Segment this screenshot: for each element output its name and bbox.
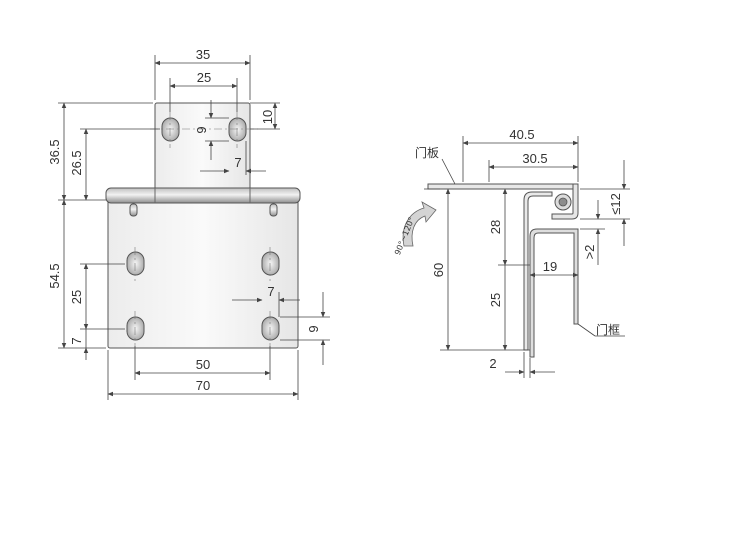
dim-60: 60 xyxy=(431,263,446,277)
door-panel-leaf xyxy=(427,183,574,190)
rotation-arrow xyxy=(402,201,437,247)
dim-35: 35 xyxy=(196,47,210,62)
dim-25-top: 25 xyxy=(197,70,211,85)
rivet-right xyxy=(269,203,278,217)
lower-hole-br xyxy=(261,316,280,341)
dim-70: 70 xyxy=(196,378,210,393)
upper-hole-left xyxy=(161,117,180,142)
dim-9-top: 9 xyxy=(194,126,209,133)
dim-9-right: 9 xyxy=(306,325,321,332)
dim-50: 50 xyxy=(196,357,210,372)
dim-26-5: 26.5 xyxy=(69,150,84,175)
front-view: 35 25 10 9 7 36.5 26.5 54.5 25 7 7 9 50 … xyxy=(47,47,330,400)
door-frame-label: 门框 xyxy=(596,322,620,337)
dim-25-lower: 25 xyxy=(69,290,84,304)
dim-le-12: ≤12 xyxy=(608,193,623,215)
lower-hole-tr xyxy=(261,251,280,276)
dim-36-5: 36.5 xyxy=(47,139,62,164)
dim-40-5: 40.5 xyxy=(509,127,534,142)
side-view: 90°~120° 40.5 30.5 28 60 25 19 2 ≤12 >2 … xyxy=(393,127,630,378)
lower-hole-bl xyxy=(126,316,145,341)
dim-7-top: 7 xyxy=(234,155,241,170)
frame-leaf xyxy=(529,228,579,358)
dim-7-bottom: 7 xyxy=(69,337,84,344)
dim-gt-2: >2 xyxy=(582,245,597,260)
rivet-left xyxy=(129,203,138,217)
dim-54-5: 54.5 xyxy=(47,263,62,288)
upper-leaf xyxy=(154,102,251,198)
upper-hole-right xyxy=(228,117,247,142)
dim-28: 28 xyxy=(488,220,503,234)
hinge-knuckle xyxy=(105,187,301,204)
dim-25-side: 25 xyxy=(488,293,503,307)
dim-7-right: 7 xyxy=(267,284,274,299)
dim-30-5: 30.5 xyxy=(522,151,547,166)
opening-angle-label: 90°~120° xyxy=(393,216,416,257)
lower-hole-tl xyxy=(126,251,145,276)
inner-bracket xyxy=(523,191,553,351)
dim-10: 10 xyxy=(260,110,275,124)
dim-19: 19 xyxy=(543,259,557,274)
dim-2: 2 xyxy=(489,356,496,371)
side-hinge-bend xyxy=(551,183,579,220)
door-panel-label: 门板 xyxy=(415,145,439,160)
